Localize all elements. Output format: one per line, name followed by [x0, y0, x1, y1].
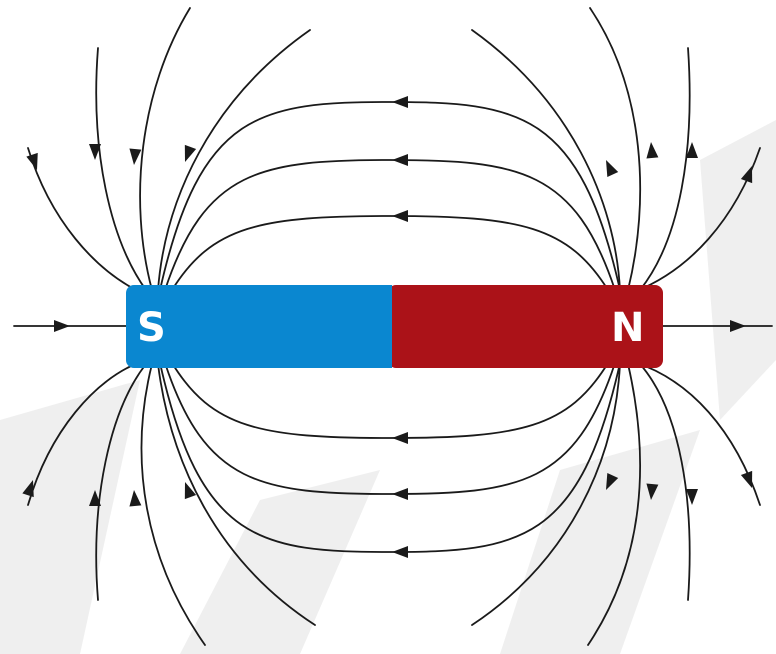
field-arrow-loop-top-1	[392, 96, 408, 108]
field-arrow-south-4	[184, 144, 197, 162]
south-pole	[126, 285, 392, 368]
south-pole-label: S	[137, 305, 166, 351]
field-line-south-2	[95, 47, 147, 291]
north-pole-label: N	[611, 305, 644, 351]
field-line-south-5	[27, 361, 141, 506]
field-arrow-north-7	[646, 483, 659, 500]
field-arrow-loop-bottom-1	[392, 546, 408, 558]
field-arrow-north-4	[606, 160, 619, 178]
field-line-south-7	[140, 363, 206, 646]
field-arrow-north-1	[740, 166, 753, 184]
field-arrow-loop-bottom-3	[392, 432, 408, 444]
field-arrow-south-6	[89, 490, 101, 506]
field-arrow-south-2	[89, 144, 101, 160]
field-line-loop-bottom-3	[171, 362, 609, 439]
field-line-loop-bottom-1	[159, 362, 621, 553]
field-line-north-7	[587, 363, 641, 646]
field-arrow-south-8	[184, 482, 197, 500]
field-arrow-loop-top-3	[392, 210, 408, 222]
field-arrow-south-1	[26, 152, 38, 170]
field-lines	[13, 7, 773, 646]
field-line-north-4	[471, 29, 621, 291]
field-arrow-north-2	[686, 142, 698, 158]
field-arrow-north-8	[606, 472, 619, 490]
field-line-south-4	[157, 29, 311, 291]
field-line-north-8	[471, 363, 621, 626]
bar-magnet: S N	[126, 285, 663, 368]
north-pole	[388, 285, 663, 368]
field-arrow-north-3	[646, 142, 659, 159]
field-arrow-south-5	[22, 480, 34, 498]
field-line-south-3	[139, 7, 191, 291]
south-pole-join	[380, 285, 392, 368]
field-line-loop-top-2	[164, 159, 616, 291]
field-line-loop-bottom-2	[164, 362, 616, 495]
field-line-north-3	[589, 7, 642, 291]
field-arrow-south-3	[129, 148, 142, 165]
field-line-south-6	[95, 363, 147, 601]
field-arrow-north-5	[740, 470, 753, 488]
field-line-south-8	[157, 363, 316, 626]
field-line-south-1	[27, 147, 141, 293]
field-arrow-loop-bottom-2	[392, 488, 408, 500]
field-line-loop-top-1	[159, 101, 621, 291]
field-line-loop-top-3	[171, 215, 609, 291]
field-line-north-2	[639, 47, 691, 291]
field-arrow-north-6	[686, 489, 698, 505]
field-arrow-loop-top-2	[392, 154, 408, 166]
background-watermark	[0, 120, 776, 654]
field-arrow-south-7	[129, 490, 142, 507]
field-line-north-6	[639, 363, 691, 601]
field-arrow-axis-right	[730, 320, 746, 332]
field-arrow-axis-left	[54, 320, 70, 332]
